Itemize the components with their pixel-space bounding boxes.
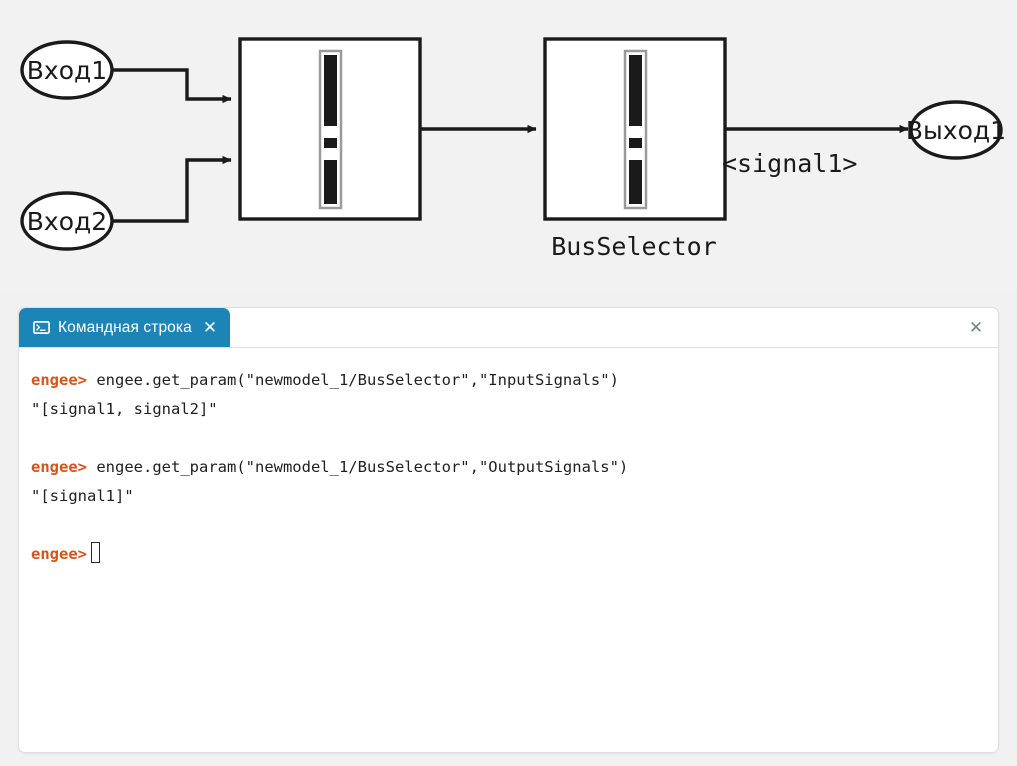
block-diagram-canvas[interactable]: Вход1 Вход2 BusSele xyxy=(0,0,1017,290)
console-gap xyxy=(31,424,986,453)
console-tab-bar: Командная строка ✕ ✕ xyxy=(19,308,998,348)
panel-close-icon[interactable]: ✕ xyxy=(968,318,984,337)
terminal-icon xyxy=(33,321,50,334)
console-command: engee.get_param("newmodel_1/BusSelector"… xyxy=(96,371,619,389)
tab-command-line[interactable]: Командная строка ✕ xyxy=(19,308,231,347)
console-entry: engee> engee.get_param("newmodel_1/BusSe… xyxy=(31,453,986,511)
console-cursor[interactable] xyxy=(91,542,100,563)
block-label-in1: Вход1 xyxy=(27,56,107,85)
console-output-area[interactable]: engee> engee.get_param("newmodel_1/BusSe… xyxy=(19,348,998,752)
console-prompt: engee> xyxy=(31,545,87,563)
signal-label-signal1: <signal1> xyxy=(722,149,857,178)
console-command-line: engee> engee.get_param("newmodel_1/BusSe… xyxy=(31,366,986,395)
block-output-port-1[interactable]: Выход1 xyxy=(906,100,1006,160)
bus-bar-icon xyxy=(318,49,343,210)
console-prompt: engee> xyxy=(31,458,87,476)
block-input-port-2[interactable]: Вход2 xyxy=(20,191,114,251)
console-entry: engee> engee.get_param("newmodel_1/BusSe… xyxy=(31,366,986,424)
console-gap xyxy=(31,511,986,540)
wire-in1-to-bus1 xyxy=(112,68,232,104)
tab-close-icon[interactable]: ✕ xyxy=(202,318,218,337)
console-result: "[signal1, signal2]" xyxy=(31,400,218,418)
bus-bar-icon xyxy=(623,49,648,210)
block-label-out1: Выход1 xyxy=(906,116,1006,145)
console-active-line[interactable]: engee> xyxy=(31,540,986,569)
console-command: engee.get_param("newmodel_1/BusSelector"… xyxy=(96,458,629,476)
block-label-bus-selector: BusSelector xyxy=(551,232,717,261)
block-label-in2: Вход2 xyxy=(27,207,107,236)
block-bus-creator[interactable] xyxy=(238,37,422,221)
console-command-line: engee> engee.get_param("newmodel_1/BusSe… xyxy=(31,453,986,482)
block-input-port-1[interactable]: Вход1 xyxy=(20,40,114,100)
console-prompt: engee> xyxy=(31,371,87,389)
wire-in2-to-bus1 xyxy=(112,155,232,223)
command-console-panel: Командная строка ✕ ✕ engee> engee.get_pa… xyxy=(18,307,999,753)
block-bus-selector[interactable]: BusSelector xyxy=(543,37,727,261)
tab-title: Командная строка xyxy=(58,318,192,336)
console-result: "[signal1]" xyxy=(31,487,134,505)
